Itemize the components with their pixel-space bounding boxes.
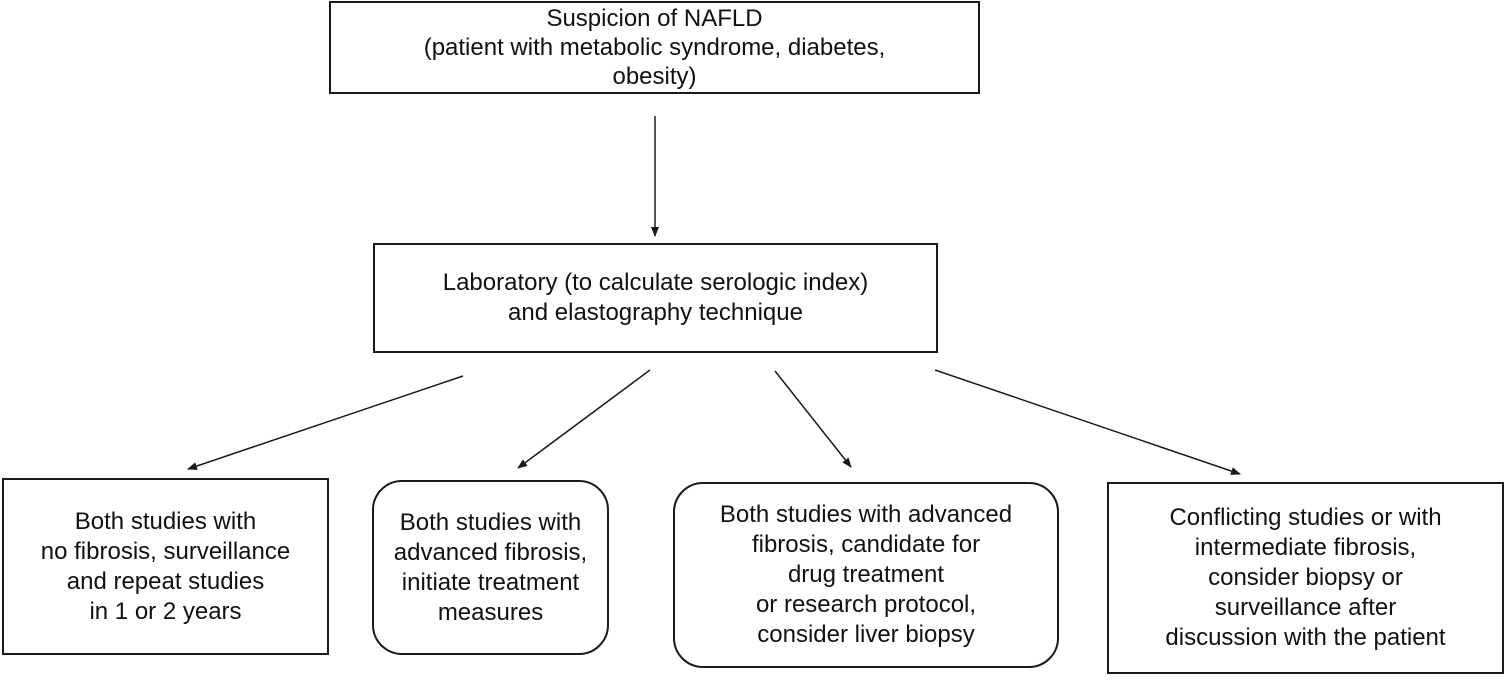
node-text-line: initiate treatment [401, 568, 580, 596]
node-text-line: in 1 or 2 years [89, 597, 242, 625]
node-text-line: surveillance after [1214, 594, 1397, 621]
node-text-line: no fibrosis, surveillance [40, 537, 291, 565]
node-outcome-advanced-fibrosis-treatment: Both studies with advanced fibrosis, ini… [372, 480, 609, 655]
node-text-line: fibrosis, candidate for [751, 531, 981, 558]
node-text-line: or research protocol, [755, 591, 977, 618]
node-text-line: intermediate fibrosis, [1194, 534, 1417, 561]
arrow-middle-to-outcome-2 [517, 369, 651, 469]
node-text-line: Both studies with [399, 508, 582, 536]
node-text-line: consider liver biopsy [757, 621, 975, 648]
arrow-middle-to-outcome-1 [187, 375, 464, 470]
node-outcome-advanced-fibrosis-biopsy: Both studies with advanced fibrosis, can… [673, 482, 1059, 668]
node-text-line: discussion with the patient [1165, 624, 1446, 651]
node-text-line: and elastography technique [508, 299, 803, 326]
node-text-line: consider biopsy or [1208, 564, 1403, 591]
node-text-line: advanced fibrosis, [393, 538, 588, 566]
node-text-line: Laboratory (to calculate serologic index… [442, 269, 869, 296]
node-text-line: Both studies with [74, 507, 257, 535]
node-text-line: Both studies with advanced [719, 501, 1013, 528]
node-text-line: measures [437, 598, 544, 626]
node-outcome-conflicting-studies: Conflicting studies or with intermediate… [1107, 482, 1504, 674]
node-text-line: obesity) [612, 63, 697, 90]
node-text-line: drug treatment [787, 561, 945, 588]
node-text-line: and repeat studies [66, 567, 265, 595]
arrow-middle-to-outcome-4 [934, 369, 1241, 475]
node-outcome-no-fibrosis: Both studies with no fibrosis, surveilla… [2, 478, 329, 655]
arrow-middle-to-outcome-3 [774, 370, 852, 468]
node-text-line: Conflicting studies or with [1169, 504, 1442, 531]
node-text-line: (patient with metabolic syndrome, diabet… [423, 34, 886, 61]
node-laboratory-elastography: Laboratory (to calculate serologic index… [373, 243, 938, 353]
node-suspicion-of-nafld: Suspicion of NAFLD (patient with metabol… [329, 1, 980, 94]
node-text-line: Suspicion of NAFLD [546, 5, 763, 32]
